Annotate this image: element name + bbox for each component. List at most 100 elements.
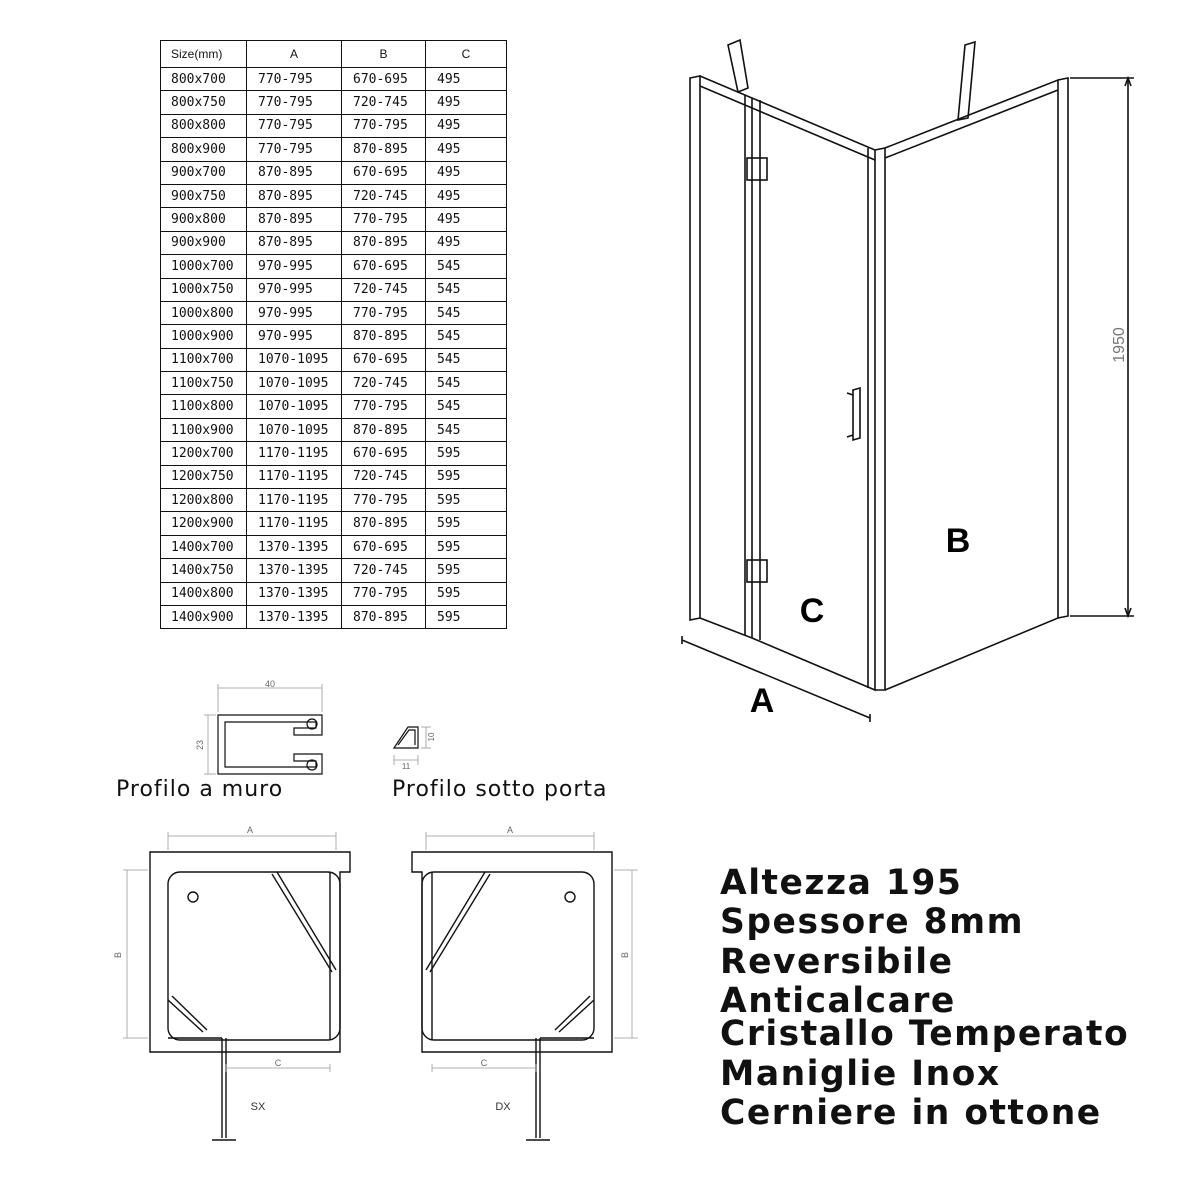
cell-c: 545: [425, 254, 507, 279]
cell-a: 1370-1395: [246, 604, 342, 630]
door-profile-drawing: 11 10: [392, 726, 436, 770]
cell-c: 545: [425, 394, 507, 419]
left-wall-profile: [689, 75, 701, 621]
hinge-bottom-icon: [746, 559, 768, 583]
cell-b: 870-895: [341, 324, 426, 349]
cell-a: 970-995: [246, 300, 342, 326]
cell-size: 800x800: [160, 113, 247, 139]
cell-size: 1200x800: [160, 488, 247, 513]
cell-c: 495: [425, 137, 507, 162]
cell-a: 1370-1395: [246, 581, 342, 606]
cell-b: 770-795: [341, 300, 426, 326]
cell-c: 595: [425, 604, 507, 630]
cell-size: 900x800: [160, 207, 247, 232]
cell-a: 870-895: [246, 160, 342, 185]
wall-profile-label: Profilo a muro: [116, 777, 284, 802]
cell-c: 545: [425, 277, 507, 302]
fixed-panel: [699, 75, 753, 640]
cell-a: 770-795: [246, 90, 342, 115]
feature-tempered-glass: Cristallo Temperato: [720, 1014, 1130, 1054]
side-panel-b: [884, 78, 1059, 691]
cell-b: 870-895: [341, 137, 426, 162]
cell-size: 800x750: [160, 90, 247, 115]
cell-a: 1370-1395: [246, 558, 342, 583]
cell-b: 870-895: [341, 417, 426, 443]
cell-c: 595: [425, 511, 507, 536]
plan-dx-dim-a: A: [507, 825, 513, 835]
cell-size: 1000x800: [160, 300, 247, 326]
cell-a: 970-995: [246, 324, 342, 349]
cell-b: 720-745: [341, 90, 426, 115]
cell-b: 670-695: [341, 347, 426, 373]
cell-a: 1070-1095: [246, 347, 342, 373]
shower-perspective-drawing: 1950 A B C: [681, 38, 1134, 722]
stabiliser-bar-right: [957, 40, 976, 121]
cell-size: 1000x900: [160, 324, 247, 349]
cell-a: 770-795: [246, 66, 342, 92]
cell-b: 720-745: [341, 277, 426, 302]
plan-dx-drawing: A B C DX: [411, 825, 638, 1141]
cell-size: 900x900: [160, 230, 247, 256]
plan-sx-dim-b: B: [113, 952, 123, 958]
cell-a: 1170-1195: [246, 464, 342, 490]
header-c: C: [425, 40, 507, 68]
cell-size: 1400x800: [160, 581, 247, 606]
cell-b: 670-695: [341, 441, 426, 466]
wall-profile-width: 40: [265, 679, 275, 689]
plan-sx-dim-c: C: [275, 1058, 282, 1068]
stabiliser-bar-left: [727, 38, 749, 94]
cell-c: 545: [425, 371, 507, 396]
size-table-header-row: Size(mm) A B C: [160, 40, 507, 68]
cell-size: 800x900: [160, 137, 247, 162]
cell-b: 670-695: [341, 160, 426, 185]
cell-a: 1170-1195: [246, 441, 342, 466]
door-panel-c: [751, 97, 876, 692]
feature-anticalcare: Anticalcare: [720, 981, 956, 1021]
cell-a: 1070-1095: [246, 417, 342, 443]
wall-profile-height: 23: [195, 740, 205, 750]
cell-c: 495: [425, 90, 507, 115]
header-b: B: [341, 40, 426, 68]
cell-a: 1170-1195: [246, 488, 342, 513]
feature-hinges: Cerniere in ottone: [720, 1093, 1102, 1133]
cell-c: 595: [425, 441, 507, 466]
cell-b: 670-695: [341, 534, 426, 560]
cell-c: 495: [425, 66, 507, 92]
feature-handles: Maniglie Inox: [720, 1054, 1001, 1094]
cell-c: 495: [425, 113, 507, 139]
feature-thickness: Spessore 8mm: [720, 902, 1025, 942]
cell-b: 770-795: [341, 581, 426, 606]
cell-a: 770-795: [246, 113, 342, 139]
plan-sx-label: SX: [251, 1101, 266, 1113]
cell-size: 1000x700: [160, 254, 247, 279]
cell-size: 1200x700: [160, 441, 247, 466]
cell-size: 1400x900: [160, 604, 247, 630]
label-b: B: [946, 522, 971, 560]
header-size: Size(mm): [160, 40, 247, 68]
cell-b: 720-745: [341, 371, 426, 396]
wall-profile-drawing: 40 23: [195, 679, 323, 775]
cell-a: 770-795: [246, 137, 342, 162]
plan-dx-label: DX: [495, 1101, 511, 1113]
cell-c: 545: [425, 324, 507, 349]
hinge-top-icon: [746, 157, 768, 181]
cell-c: 545: [425, 300, 507, 326]
cell-b: 670-695: [341, 66, 426, 92]
cell-size: 1100x800: [160, 394, 247, 419]
cell-a: 1370-1395: [246, 534, 342, 560]
